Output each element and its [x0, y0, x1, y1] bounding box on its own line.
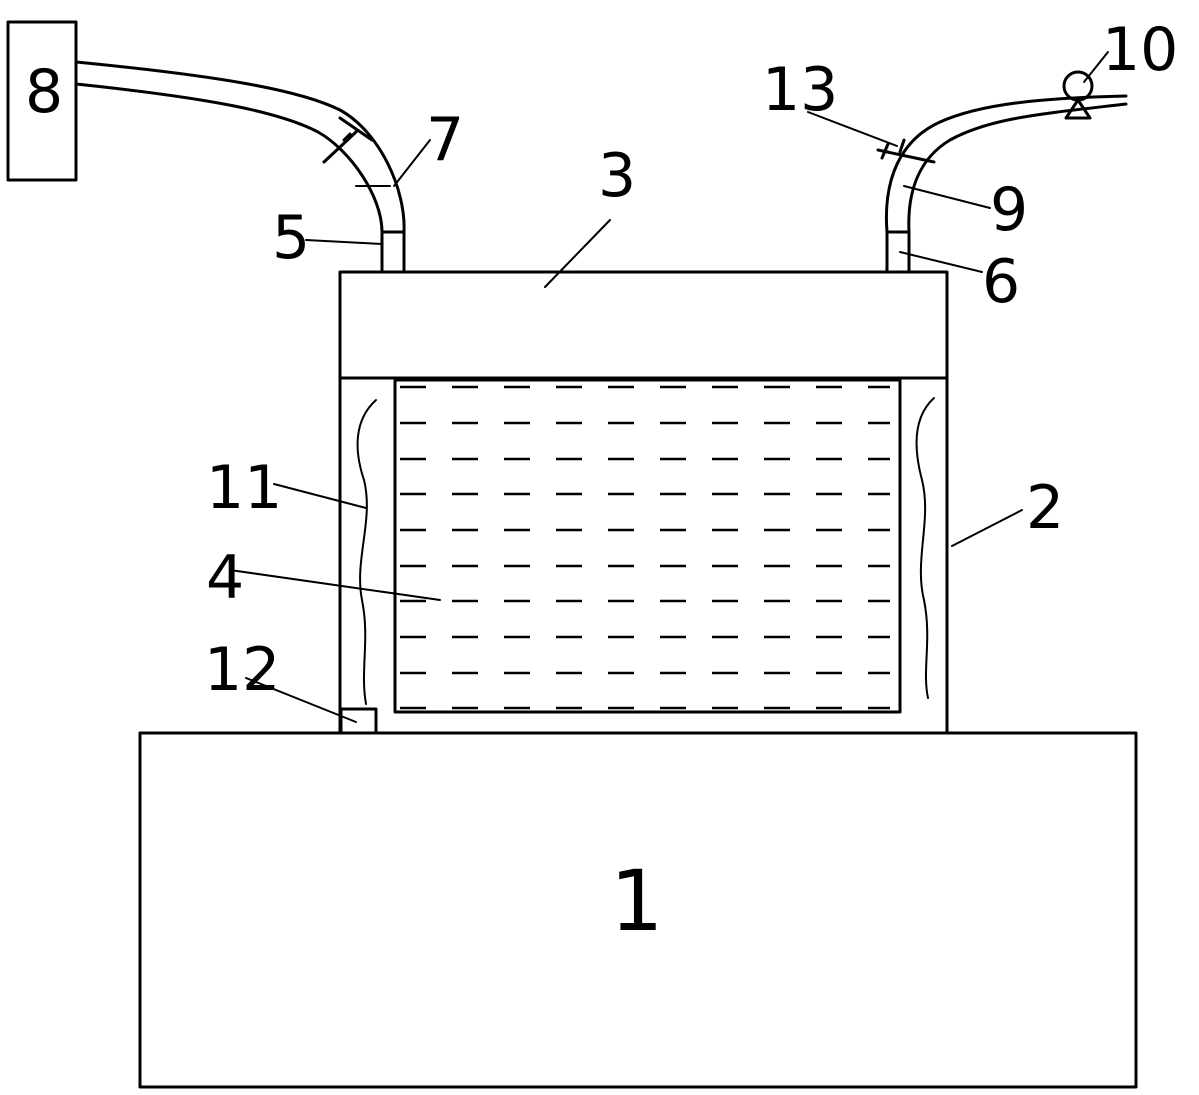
label-valve: 13	[762, 55, 838, 125]
leader-10	[1083, 51, 1109, 83]
label-outlet-port: 6	[982, 247, 1020, 317]
inlet-pipe	[74, 60, 406, 234]
sensor-block	[339, 707, 378, 735]
box-8	[6, 20, 78, 182]
label-lid: 3	[598, 141, 636, 211]
leader-6	[899, 251, 983, 273]
outlet-valve	[876, 138, 936, 164]
label-pump: 10	[1102, 15, 1178, 85]
label-inlet-pipe: 7	[426, 105, 464, 175]
label-inlet-port: 5	[272, 203, 310, 273]
leader-lines	[229, 51, 1109, 723]
leader-11	[273, 483, 367, 509]
inlet-pipe-inner	[74, 82, 384, 234]
inlet-port	[380, 230, 406, 274]
side-layer-left	[356, 399, 377, 705]
outlet-pipe-inner	[884, 94, 1128, 234]
label-liquid: 4	[206, 543, 244, 613]
label-sensor: 12	[204, 635, 280, 705]
leader-5	[305, 239, 383, 245]
outlet-port	[885, 230, 911, 274]
leader-12	[245, 677, 357, 723]
outer-shell	[338, 376, 949, 735]
inlet-valve	[322, 116, 374, 164]
pump-10	[1062, 70, 1094, 120]
leader-7	[393, 139, 431, 187]
label-base: 1	[610, 852, 663, 950]
leader-3	[544, 219, 611, 288]
leader-13	[807, 111, 898, 147]
leader-9	[903, 185, 991, 209]
side-layer-right	[915, 397, 935, 699]
label-side-layer: 11	[206, 453, 282, 523]
leader-4	[229, 569, 441, 601]
inner-container	[393, 378, 902, 714]
label-outlet-pipe: 9	[990, 175, 1028, 245]
label-outer-shell: 2	[1026, 473, 1064, 543]
lid	[338, 270, 949, 380]
outlet-pipe	[907, 102, 1128, 234]
leader-2	[951, 509, 1023, 547]
label-box: 8	[25, 57, 63, 127]
liquid-lines	[400, 385, 890, 710]
